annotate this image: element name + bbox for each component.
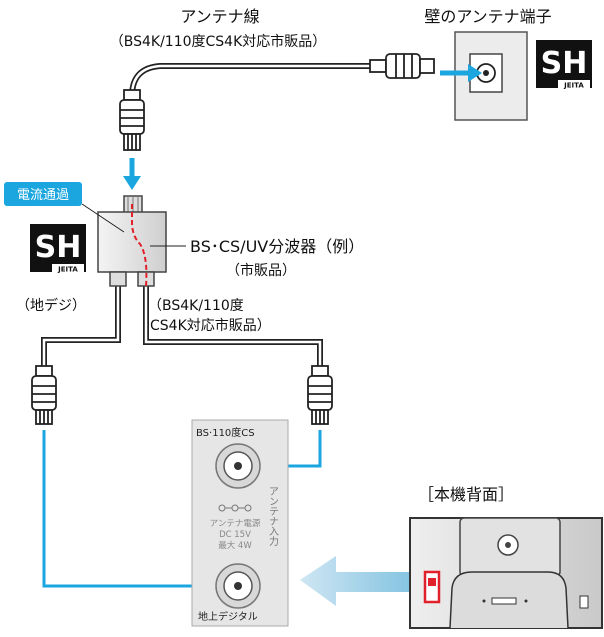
sh-logo-wall: SH JEITA: [536, 40, 592, 90]
panel-power-line1: アンテナ電源: [210, 519, 261, 529]
current-flow-label-box: 電流通過: [4, 182, 82, 206]
panel-bs-label: BS·110度CS: [196, 426, 255, 439]
sh-logo-splitter: SH JEITA: [30, 224, 86, 274]
splitter-subtitle: （市販品）: [226, 262, 296, 279]
svg-text:JEITA: JEITA: [563, 82, 584, 90]
bs-cable-label-line2: CS4K対応市販品）: [150, 317, 271, 334]
arrow-to-splitter: [123, 158, 141, 190]
arrow-to-wall: [440, 64, 482, 82]
big-arrow-to-panel: [300, 556, 424, 606]
tv-back-label: ［本機背面］: [418, 485, 514, 504]
wall-antenna-outlet: [454, 31, 528, 121]
bs-cable-label-line1: （BS4K/110度: [148, 298, 244, 314]
svg-text:電流通過: 電流通過: [17, 188, 69, 203]
panel-power-line3: 最大 4W: [218, 540, 252, 551]
cable-terrestrial: [41, 286, 121, 366]
antenna-input-panel: [191, 419, 289, 627]
splitter-title: BS･CS/UV分波器（例）: [190, 237, 364, 256]
current-callout-line: [81, 203, 125, 233]
antenna-plug-top: [119, 89, 145, 151]
cable-bs: [143, 286, 323, 366]
antenna-cable-title: アンテナ線: [180, 7, 259, 26]
tv-back: [409, 517, 603, 629]
svg-text:JEITA: JEITA: [57, 266, 78, 274]
panel-terrestrial-label: 地上デジタル: [198, 610, 258, 623]
svg-text:SH: SH: [541, 46, 588, 81]
antenna-plug-wall: [369, 53, 435, 79]
current-flow-path: [131, 204, 148, 287]
splitter: [97, 195, 167, 287]
svg-text:SH: SH: [35, 230, 82, 265]
plug-terrestrial: [31, 365, 57, 425]
antenna-cable-subtitle: （BS4K/110度CS4K対応市販品）: [110, 33, 327, 50]
plug-bs: [307, 365, 333, 425]
wall-outlet-label: 壁のアンテナ端子: [424, 7, 551, 26]
panel-power-line2: DC 15V: [219, 530, 251, 540]
terrestrial-label: （地デジ）: [16, 297, 86, 314]
antenna-cable: [129, 63, 380, 97]
route-terrestrial: [42, 430, 222, 588]
panel-vertical-label: アンテナ入力: [267, 486, 279, 547]
